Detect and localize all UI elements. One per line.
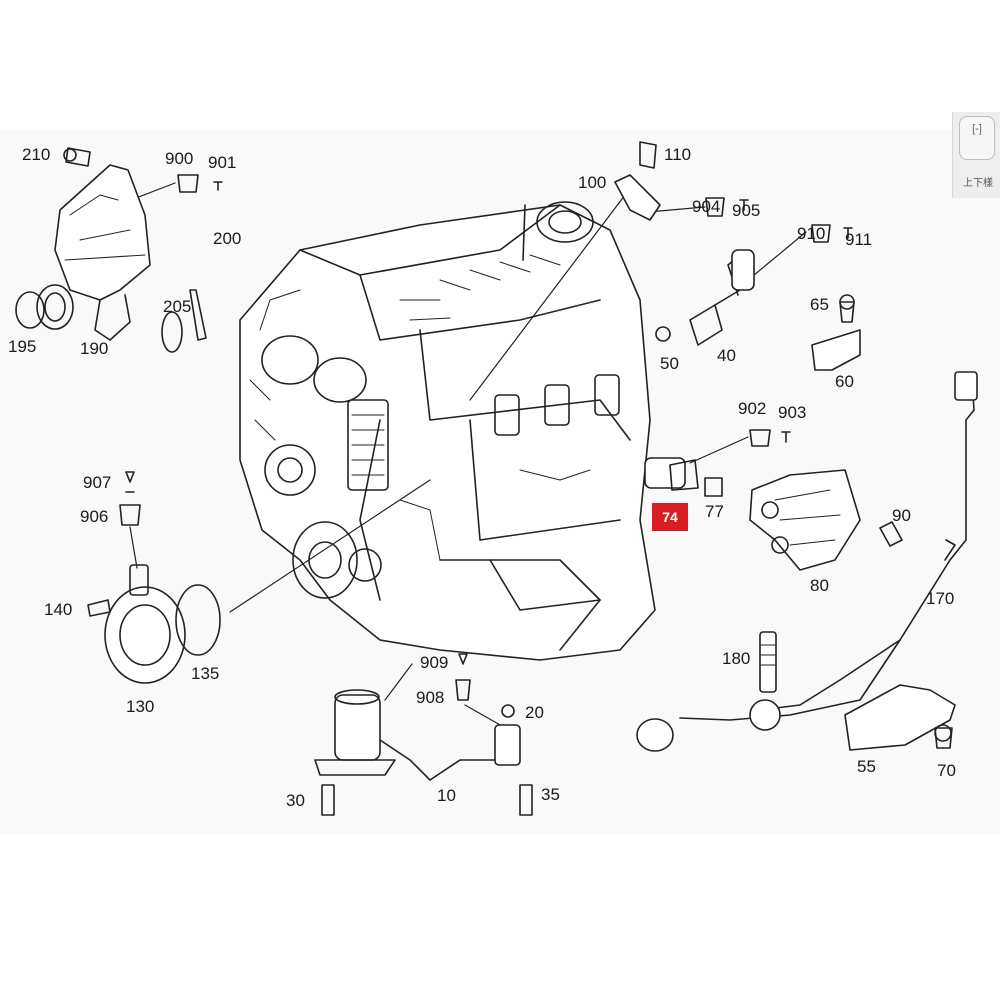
bracket-80-group: [749, 469, 903, 571]
part-label-110[interactable]: 110: [664, 145, 692, 164]
part-label-140[interactable]: 140: [44, 600, 73, 619]
part-label-195[interactable]: 195: [8, 337, 37, 356]
camshaft-sensor-group: [614, 141, 749, 221]
part-label-130[interactable]: 130: [126, 697, 155, 716]
part-label-90[interactable]: 90: [892, 506, 911, 525]
part-label-35[interactable]: 35: [541, 785, 560, 804]
part-label-908[interactable]: 908: [416, 688, 445, 707]
part-label-55[interactable]: 55: [857, 757, 876, 776]
cover-130-group: [87, 471, 221, 684]
part-label-900[interactable]: 900: [165, 149, 194, 168]
part-label-901[interactable]: 901: [208, 153, 237, 172]
bolt-180: [759, 631, 777, 693]
part-label-100[interactable]: 100: [578, 173, 607, 192]
bracket-55-group: [844, 684, 956, 751]
part-label-904[interactable]: 904: [692, 197, 721, 216]
part-label-210[interactable]: 210: [22, 145, 51, 164]
part-label-20[interactable]: 20: [525, 703, 544, 722]
wiring-harness-170: [636, 371, 978, 752]
floating-side-widget: [-] 上下樣: [952, 112, 1000, 198]
part-label-74-highlighted[interactable]: 74: [652, 503, 688, 531]
solenoid-10-group: [314, 653, 533, 816]
part-label-205[interactable]: 205: [163, 297, 192, 316]
leader-lines: [117, 182, 807, 727]
crankshaft-sensor-group: [644, 429, 791, 497]
oil-level-sensor-group: [655, 224, 853, 346]
part-label-80[interactable]: 80: [810, 576, 829, 595]
part-label-135[interactable]: 135: [191, 664, 220, 683]
thermostat-housing-group: [15, 147, 223, 353]
part-label-200[interactable]: 200: [213, 229, 242, 248]
part-label-30[interactable]: 30: [286, 791, 305, 810]
part-label-60[interactable]: 60: [835, 372, 854, 391]
part-label-903[interactable]: 903: [778, 403, 807, 422]
part-label-70[interactable]: 70: [937, 761, 956, 780]
part-label-170[interactable]: 170: [926, 589, 955, 608]
part-label-902[interactable]: 902: [738, 399, 767, 418]
part-label-50[interactable]: 50: [660, 354, 679, 373]
part-label-910[interactable]: 910: [797, 224, 826, 243]
engine-block-illustration: [239, 201, 656, 661]
part-label-40[interactable]: 40: [717, 346, 736, 365]
part-label-77[interactable]: 77: [705, 502, 724, 521]
part-label-909[interactable]: 909: [420, 653, 449, 672]
part-label-65[interactable]: 65: [810, 295, 829, 314]
side-widget-caption[interactable]: 上下樣: [963, 178, 993, 189]
part-label-190[interactable]: 190: [80, 339, 109, 358]
bracket-60-group: [811, 294, 861, 371]
part-label-180[interactable]: 180: [722, 649, 751, 668]
part-label-905[interactable]: 905: [732, 201, 761, 220]
part-label-911[interactable]: 911: [845, 230, 873, 249]
part-label-906[interactable]: 906: [80, 507, 109, 526]
collapse-button[interactable]: [-]: [959, 116, 995, 160]
part-label-10[interactable]: 10: [437, 786, 456, 805]
part-label-907[interactable]: 907: [83, 473, 112, 492]
